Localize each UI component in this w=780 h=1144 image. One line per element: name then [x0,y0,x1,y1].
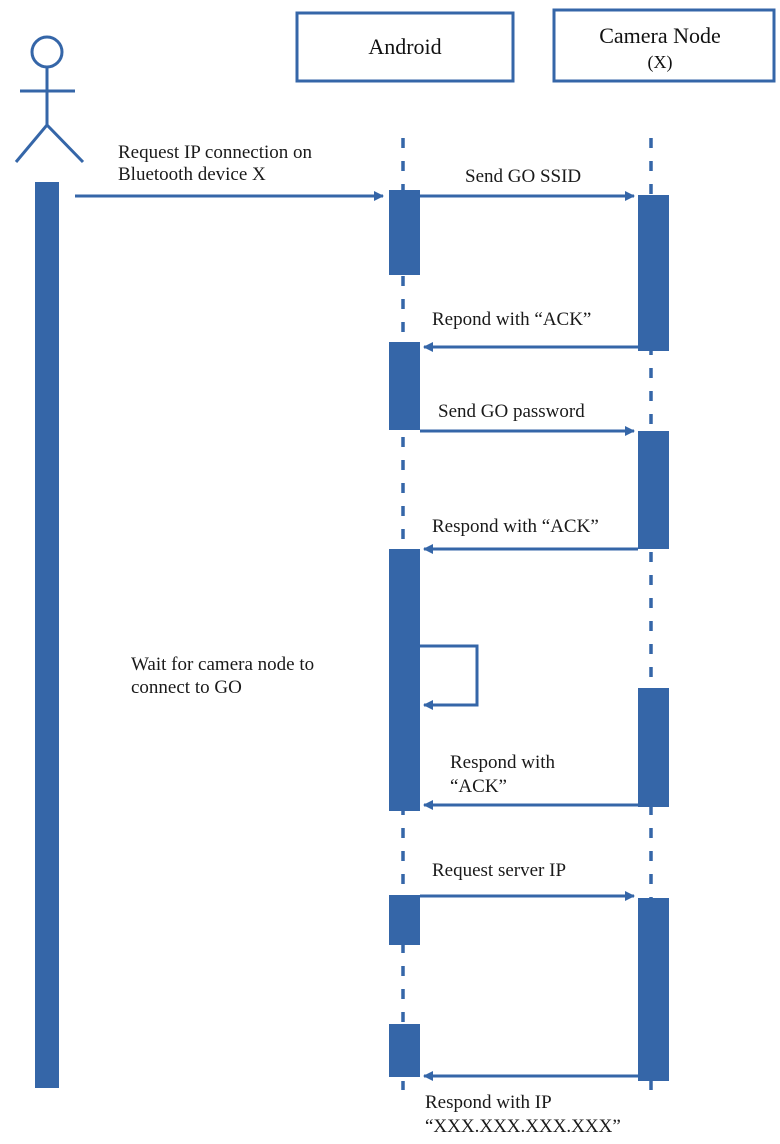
android-activations [389,190,420,1077]
android-participant-label: Android [368,34,441,59]
message-label: Wait for camera node to connect to GO [131,654,319,698]
message-label: Respond with IP “XXX.XXX.XXX.XXX” [425,1092,621,1137]
camera-node-participant-box: Camera Node (X) [552,8,776,83]
android-activation-bar [389,190,420,275]
message-label: Request IP connection on Bluetooth devic… [118,142,317,185]
camera-node-activations [638,195,669,1081]
message-label: Request server IP [432,860,566,881]
camera-node-activation-bar [638,688,669,807]
message-label: Send GO SSID [465,166,581,187]
camera-node-participant-label: Camera Node [599,23,721,48]
stick-figure-actor-icon [14,35,85,164]
android-participant-box: Android [295,11,515,83]
message-label: Respond with “ACK” [450,752,560,797]
message-label: Repond with “ACK” [432,309,591,330]
android-activation-bar [389,1024,420,1077]
message-arrows [75,191,638,1081]
android-activation-bar [389,342,420,430]
actor-activation-bar [35,182,59,1088]
self-message-arrow [420,644,479,710]
camera-node-activation-bar [638,195,669,351]
message-labels: Request IP connection on Bluetooth devic… [118,142,621,1137]
android-activation-bar [389,895,420,945]
camera-node-activation-bar [638,431,669,549]
message-label: Respond with “ACK” [432,516,599,537]
message-label: Send GO password [438,401,585,422]
camera-node-activation-bar [638,898,669,1081]
android-activation-bar [389,549,420,811]
camera-node-participant-sublabel: (X) [648,52,673,73]
